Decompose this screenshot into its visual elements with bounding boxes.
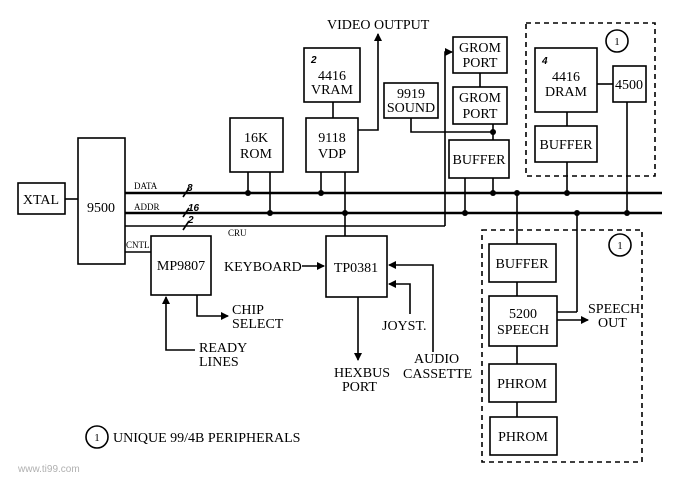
group-circle-top bbox=[605, 29, 629, 53]
data-width-tick bbox=[182, 187, 190, 198]
chip-select-label-2: SELECT bbox=[232, 317, 284, 332]
buffer-speech-label: BUFFER bbox=[496, 257, 550, 272]
ready-lines-label-2: LINES bbox=[199, 355, 239, 370]
grom1-label-1: GROM bbox=[459, 41, 502, 56]
addr-width-tick-1 bbox=[182, 207, 190, 218]
grom2-label-1: GROM bbox=[459, 91, 502, 106]
sound-box bbox=[383, 82, 439, 119]
phrom-label-1: PHROM bbox=[497, 377, 547, 392]
data-bus-label: DATA bbox=[134, 181, 158, 191]
rom-box bbox=[229, 117, 284, 173]
ready-lines-label-1: READY bbox=[199, 341, 247, 356]
group-num-bottom: 1 bbox=[617, 240, 623, 252]
joyst-label: JOYST. bbox=[382, 319, 426, 334]
watermark: www.ti99.com bbox=[17, 464, 80, 475]
group-circle-bottom bbox=[608, 233, 632, 257]
cntl-label: CNTL bbox=[126, 240, 150, 250]
dram-num: 4 bbox=[541, 56, 548, 67]
tp0381-box bbox=[325, 235, 388, 298]
hexbus-label-2: PORT bbox=[342, 380, 377, 395]
speech-out-label-1: SPEECH bbox=[588, 302, 640, 317]
vdp-label-1: 9118 bbox=[318, 131, 345, 146]
cpu-9500-box bbox=[77, 137, 126, 265]
legend-num: 1 bbox=[94, 432, 100, 444]
chip-select-line bbox=[196, 295, 229, 320]
addr-width-tick-2 bbox=[182, 220, 190, 231]
chip-select-label-1: CHIP bbox=[232, 303, 264, 318]
group-num-top: 1 bbox=[614, 36, 620, 48]
hexbus-label-1: HEXBUS bbox=[334, 366, 390, 381]
vram-num: 2 bbox=[310, 55, 317, 66]
speech-label-1: 5200 bbox=[509, 307, 537, 322]
addr-bus-label: ADDR bbox=[134, 202, 160, 212]
dram-label-1: 4416 bbox=[552, 70, 580, 85]
addr-width-label-1: 16 bbox=[188, 203, 200, 214]
junction-dots bbox=[245, 129, 630, 216]
ready-lines-line bbox=[162, 296, 195, 351]
buffer-dram-label: BUFFER bbox=[540, 138, 594, 153]
speech-box bbox=[488, 295, 558, 347]
cru-up-line bbox=[444, 48, 453, 226]
dram-box bbox=[534, 47, 598, 113]
sound-link bbox=[410, 118, 493, 133]
keyboard-label: KEYBOARD bbox=[224, 260, 302, 275]
legend-text: UNIQUE 99/4B PERIPHERALS bbox=[113, 431, 300, 446]
vdp-label-2: VDP bbox=[318, 147, 346, 162]
vram-box bbox=[303, 47, 361, 103]
speech-out-label-2: OUT bbox=[598, 316, 627, 331]
sound-label-1: 9919 bbox=[397, 87, 425, 102]
video-output-label: VIDEO OUTPUT bbox=[327, 18, 430, 33]
grom2-label-2: PORT bbox=[463, 107, 498, 122]
buffer-dram-box bbox=[534, 125, 598, 163]
joyst-line bbox=[388, 280, 411, 314]
addr-width-label-2: 2 bbox=[187, 215, 194, 226]
xtal-box bbox=[17, 182, 66, 215]
audio-label-2: CASSETTE bbox=[403, 367, 472, 382]
speech-label-2: SPEECH bbox=[497, 323, 549, 338]
mp9807-label: MP9807 bbox=[157, 259, 205, 274]
legend-circle bbox=[85, 425, 109, 449]
dram-label-2: DRAM bbox=[545, 85, 588, 100]
cpu-label: 9500 bbox=[87, 201, 115, 216]
mem-4500-label: 4500 bbox=[615, 78, 643, 93]
peripheral-group-dram bbox=[525, 22, 656, 177]
video-output-line bbox=[358, 33, 382, 131]
mp9807-box bbox=[150, 235, 212, 296]
phrom-box-2 bbox=[489, 416, 558, 456]
cru-label: CRU bbox=[228, 228, 247, 238]
vram-label-2: VRAM bbox=[311, 83, 354, 98]
grom-port-box-2 bbox=[452, 86, 508, 125]
phrom-box-1 bbox=[488, 363, 557, 403]
grom1-label-2: PORT bbox=[463, 56, 498, 71]
mem-4500-box bbox=[612, 65, 647, 103]
sound-label-2: SOUND bbox=[387, 101, 435, 116]
tp0381-label: TP0381 bbox=[334, 261, 378, 276]
buffer-speech-box bbox=[488, 243, 557, 283]
buffer-top-label: BUFFER bbox=[453, 153, 507, 168]
grom-port-box-1 bbox=[452, 36, 508, 74]
rom-label-1: 16K bbox=[244, 131, 268, 146]
audio-label-1: AUDIO bbox=[414, 352, 459, 367]
buffer-top-box bbox=[448, 139, 510, 179]
rom-label-2: ROM bbox=[240, 147, 272, 162]
vram-label-1: 4416 bbox=[318, 69, 346, 84]
vdp-box bbox=[305, 117, 359, 173]
phrom-label-2: PHROM bbox=[498, 430, 548, 445]
xtal-label: XTAL bbox=[23, 193, 59, 208]
data-width-label: 8 bbox=[187, 183, 193, 194]
audio-line bbox=[388, 261, 434, 352]
peripheral-group-speech bbox=[481, 229, 643, 463]
